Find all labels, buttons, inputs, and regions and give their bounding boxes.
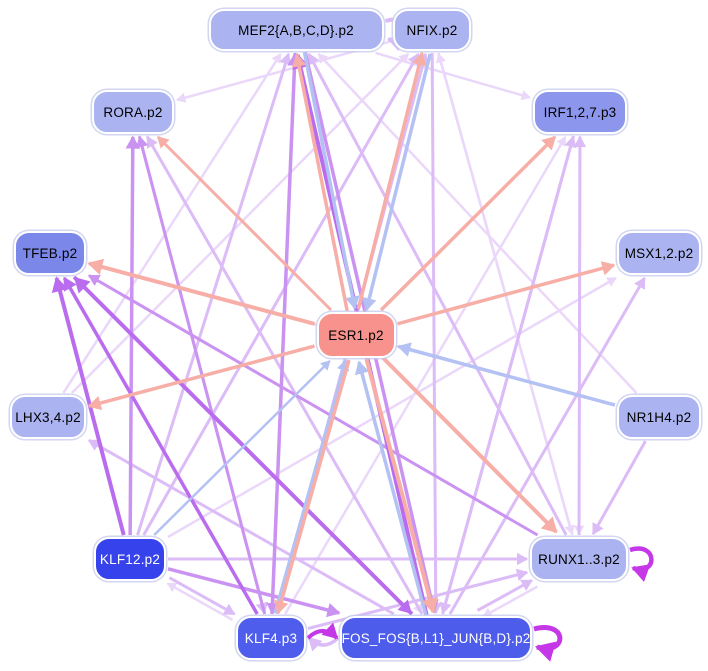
edge-nr1h4-esr1 bbox=[397, 342, 616, 407]
edge-klf12-klf4 bbox=[168, 576, 236, 616]
node-irf[interactable]: IRF1,2,7.p3 bbox=[533, 90, 627, 134]
edge-runx-irf bbox=[573, 135, 587, 536]
node-fos[interactable]: FOS_FOS{B,L1}_JUN{B,D}.p2 bbox=[340, 616, 532, 660]
edge-runx-mef2 bbox=[307, 52, 568, 536]
edge-esr1-irf bbox=[379, 135, 557, 312]
node-label-lhx: LHX3,4.p2 bbox=[15, 409, 81, 425]
node-lhx[interactable]: LHX3,4.p2 bbox=[10, 395, 86, 439]
node-label-mef2: MEF2{A,B,C,D}.p2 bbox=[238, 22, 354, 38]
edge-fos-esr1 bbox=[354, 360, 428, 616]
edge-runx-tfeb bbox=[87, 274, 539, 537]
self-loop-fos bbox=[533, 625, 563, 662]
edge-fos-runx bbox=[476, 579, 533, 612]
edge-esr1-klf4 bbox=[274, 359, 351, 615]
node-label-fos: FOS_FOS{B,L1}_JUN{B,D}.p2 bbox=[341, 630, 531, 646]
edge-klf12-msx bbox=[167, 276, 617, 539]
node-nfix[interactable]: NFIX.p2 bbox=[393, 9, 471, 51]
edge-klf12-fos bbox=[167, 567, 341, 618]
node-label-nr1h4: NR1H4.p2 bbox=[626, 409, 692, 425]
edge-esr1-msx bbox=[397, 261, 616, 326]
node-label-msx: MSX1,2.p2 bbox=[624, 245, 694, 261]
edge-esr1-runx bbox=[381, 356, 558, 534]
node-esr1[interactable]: ESR1.p2 bbox=[316, 312, 396, 358]
edge-klf4-fos bbox=[306, 622, 339, 640]
edge-nr1h4-runx bbox=[591, 440, 647, 536]
node-label-klf12: KLF12.p2 bbox=[99, 551, 161, 567]
node-mef2[interactable]: MEF2{A,B,C,D}.p2 bbox=[208, 9, 384, 51]
edge-nfix-fos bbox=[429, 52, 443, 615]
node-tfeb[interactable]: TFEB.p2 bbox=[14, 231, 86, 275]
node-label-runx: RUNX1..3.p2 bbox=[538, 551, 620, 567]
node-klf12[interactable]: KLF12.p2 bbox=[94, 537, 166, 581]
node-rora[interactable]: RORA.p2 bbox=[92, 90, 174, 134]
edge-klf4-klf12 bbox=[166, 582, 234, 621]
node-label-tfeb: TFEB.p2 bbox=[22, 245, 78, 261]
node-label-nfix: NFIX.p2 bbox=[406, 22, 458, 38]
edge-fos-klf4 bbox=[307, 636, 340, 652]
node-label-rora: RORA.p2 bbox=[103, 104, 163, 120]
node-klf4[interactable]: KLF4.p3 bbox=[236, 616, 306, 660]
edge-fos-rora bbox=[146, 135, 424, 615]
edge-klf4-tfeb bbox=[62, 276, 259, 615]
node-nr1h4[interactable]: NR1H4.p2 bbox=[617, 395, 701, 439]
edge-nr1h4-mef2 bbox=[317, 53, 638, 394]
edge-klf4-esr1 bbox=[273, 358, 350, 614]
node-msx[interactable]: MSX1,2.p2 bbox=[617, 231, 701, 275]
edge-klf12-esr1 bbox=[153, 360, 331, 536]
node-label-klf4: KLF4.p3 bbox=[244, 630, 298, 646]
edge-nfix-esr1 bbox=[362, 53, 432, 312]
edge-esr1-lhx bbox=[87, 344, 315, 411]
edge-tfeb-fos bbox=[72, 275, 413, 615]
edge-lhx-nfix bbox=[70, 53, 410, 394]
edge-mef2-klf4 bbox=[266, 52, 297, 615]
node-label-esr1: ESR1.p2 bbox=[328, 327, 384, 343]
edge-klf12-mef2 bbox=[136, 52, 292, 536]
self-loop-runx bbox=[629, 546, 654, 582]
edge-mef2-irf bbox=[375, 51, 532, 101]
node-runx[interactable]: RUNX1..3.p2 bbox=[530, 537, 628, 581]
edge-mef2-esr1 bbox=[302, 51, 360, 310]
edge-esr1-nfix bbox=[356, 51, 427, 310]
edge-esr1-fos bbox=[364, 358, 438, 614]
edge-esr1-rora bbox=[156, 135, 333, 312]
edge-klf12-nfix bbox=[142, 52, 420, 536]
node-label-irf: IRF1,2,7.p3 bbox=[543, 104, 617, 120]
edge-esr1-tfeb bbox=[87, 258, 316, 326]
edge-runx-fos bbox=[482, 585, 539, 618]
edge-esr1-mef2 bbox=[291, 53, 349, 312]
